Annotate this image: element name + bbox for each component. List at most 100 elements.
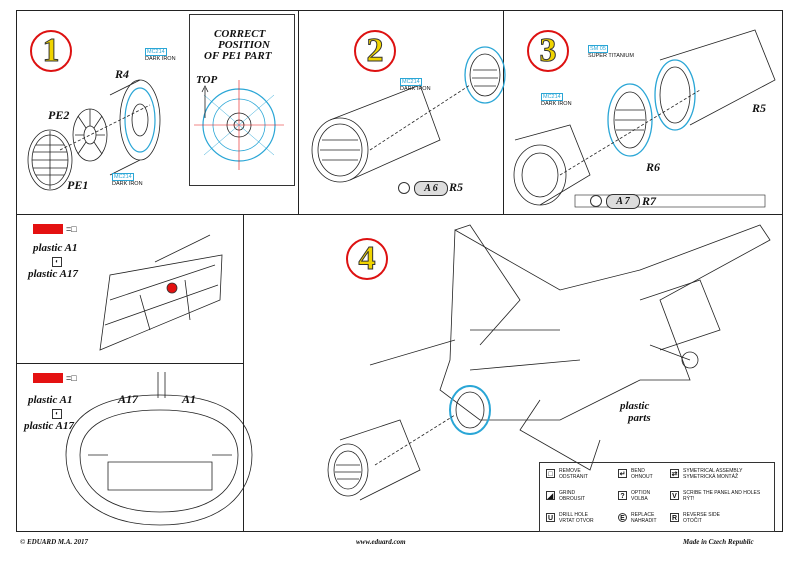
plastic-parts-line1: plastic xyxy=(620,400,650,412)
step-number-4: 4 xyxy=(346,238,388,280)
divider-left-mid xyxy=(17,363,243,365)
r5-base-plate xyxy=(574,194,766,208)
legend-text: RÝT! xyxy=(683,495,695,502)
step2-guide-line xyxy=(369,84,471,151)
legend-text: VRTAT OTVOR xyxy=(559,517,594,524)
equals-remove-icon-bottom: =□ xyxy=(66,373,77,383)
part-label-r6: R6 xyxy=(646,160,661,174)
option-icon-top: ◐ xyxy=(52,257,62,267)
legend-text: SYMETRICAL ASSEMBLY xyxy=(683,468,743,474)
r5-ring-step2 xyxy=(464,46,506,104)
paint-code: MC214 xyxy=(112,173,134,181)
replace-icon: E xyxy=(618,513,627,522)
pe1-disc xyxy=(27,129,73,191)
paint-callout-mc214-c: MC214 DARK IRON xyxy=(400,78,431,92)
legend-text: OHNOUT xyxy=(631,473,653,480)
paint-callout-sm05: SM 05 SUPER TITANIUM xyxy=(588,45,634,59)
part-label-a1: A1 xyxy=(182,392,197,406)
footer-copyright: © EDUARD M.A. 2017 xyxy=(20,538,89,546)
part-label-r5-step2: R5 xyxy=(449,180,464,194)
remove-icon: □ xyxy=(546,469,555,478)
paint-code: SM 05 xyxy=(588,45,608,53)
legend-text: SCRIBE THE PANEL AND HOLES xyxy=(683,490,761,496)
step4-guide-line-2 xyxy=(369,339,456,366)
fuselage-detail-top xyxy=(99,234,223,351)
reverse-icon: R xyxy=(670,513,679,522)
paint-name: DARK IRON xyxy=(145,56,176,62)
part-label-r7: R7 xyxy=(642,194,657,208)
top-label: TOP xyxy=(196,74,218,86)
step4-guide-line xyxy=(374,414,456,466)
part-label-r5-step3: R5 xyxy=(752,101,767,115)
step-number-2: 2 xyxy=(354,30,396,72)
correct-position-fan xyxy=(194,80,284,170)
fuselage-ring-section xyxy=(65,372,253,526)
paint-code: MC214 xyxy=(541,93,563,101)
grind-icon: ◢ xyxy=(546,491,555,500)
r5-nozzle-step2 xyxy=(311,84,441,183)
plastic-a17-bottom: plastic A17 xyxy=(24,420,75,432)
correct-position-line1: CORRECT xyxy=(214,28,266,40)
red-swatch-bottom xyxy=(33,373,63,383)
r6-part xyxy=(607,83,653,157)
option-icon-bottom: ◐ xyxy=(52,409,62,419)
top-arrow xyxy=(201,85,209,118)
part-label-pe2: PE2 xyxy=(48,108,70,122)
part-label-pe1: PE1 xyxy=(67,178,89,192)
scribe-icon: V xyxy=(670,491,679,500)
step1-guide-line xyxy=(59,104,151,151)
ref-a6: A 6 xyxy=(414,181,448,196)
step3-guide-line xyxy=(559,89,701,176)
correct-position-box xyxy=(189,14,295,186)
legend-text: REVERSE SIDE xyxy=(683,512,720,518)
ref-a7: A 7 xyxy=(606,194,640,209)
option-icon: ? xyxy=(618,491,627,500)
legend-text: BEND xyxy=(631,468,645,474)
drill-icon: U xyxy=(546,513,555,522)
part-label-r4: R4 xyxy=(115,67,130,81)
footer-origin: Made in Czech Republic xyxy=(683,538,754,546)
legend-text: OPTION xyxy=(631,490,651,496)
legend-text: DRILL HOLE xyxy=(559,512,588,518)
step-number-3: 3 xyxy=(527,30,569,72)
divider-left xyxy=(243,214,245,531)
paint-name: DARK IRON xyxy=(112,181,143,187)
legend-text: GRIND xyxy=(559,490,576,496)
paint-name: SUPER TITANIUM xyxy=(588,53,634,59)
step-number-1: 1 xyxy=(30,30,72,72)
plastic-a1-bottom: plastic A1 xyxy=(28,394,73,406)
plastic-a17-top: plastic A17 xyxy=(28,268,79,280)
legend-text: NAHRADIT xyxy=(631,517,657,524)
correct-position-line3: OF PE1 PART xyxy=(204,50,272,62)
red-swatch-top xyxy=(33,224,63,234)
paint-name: DARK IRON xyxy=(541,101,572,107)
plastic-a1-top: plastic A1 xyxy=(33,242,78,254)
part-label-a17: A17 xyxy=(118,392,139,406)
paint-code: MC214 xyxy=(145,48,167,56)
aircraft-tail xyxy=(439,224,771,471)
aircraft-nozzle-opening xyxy=(449,385,491,435)
legend-text: OBROUSIT xyxy=(559,495,586,502)
bend-icon: ↵ xyxy=(618,469,627,478)
r5-nozzle-step3 xyxy=(654,29,776,131)
equals-remove-icon-top: =□ xyxy=(66,224,77,234)
divider-step2 xyxy=(503,11,505,214)
correct-position-line2: POSITION xyxy=(218,39,270,51)
legend-text: VOLBA xyxy=(631,495,648,502)
divider-top xyxy=(17,214,782,216)
legend-text: SYMETRICKÁ MONTÁŽ xyxy=(683,473,739,480)
legend-text: ODSTRANIT xyxy=(559,473,588,480)
instruction-sheet xyxy=(16,10,783,532)
paint-callout-mc214-a: MC214 DARK IRON xyxy=(145,48,176,62)
r7-part xyxy=(513,124,591,206)
footer-website: www.eduard.com xyxy=(356,538,406,546)
legend-text: OTOČIT xyxy=(683,517,702,524)
paint-callout-mc214-d: MC214 DARK IRON xyxy=(541,93,572,107)
divider-step1 xyxy=(298,11,300,214)
plastic-parts-line2: parts xyxy=(628,412,651,424)
r4-part xyxy=(109,79,161,176)
replace-icon-a6 xyxy=(398,182,410,194)
legend-text: REPLACE xyxy=(631,512,655,518)
